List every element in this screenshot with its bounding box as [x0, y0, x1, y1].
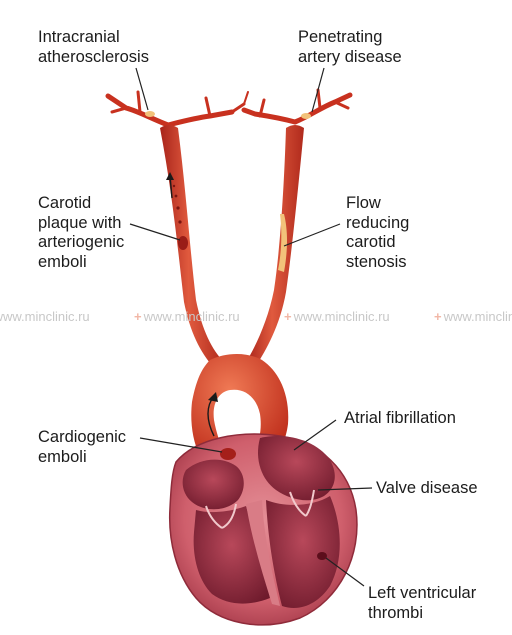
watermark: +www.minclinic.ru	[434, 309, 512, 324]
watermark: +www.minclinic.ru	[0, 309, 90, 324]
penetrating-plaque	[301, 113, 311, 119]
label-flow-reducing-stenosis: Flow reducing carotid stenosis	[346, 194, 410, 271]
watermark: +www.minclinic.ru	[134, 309, 240, 324]
label-intracranial-atherosclerosis: Intracranial atherosclerosis	[38, 28, 149, 66]
left-ventricle	[266, 496, 340, 608]
tricuspid-valve	[205, 503, 237, 529]
flow-arrow-aorta-head	[208, 392, 218, 402]
mitral-valve	[289, 489, 315, 517]
aortic-arch	[191, 354, 289, 458]
watermark: +www.minclinic.ru	[284, 309, 390, 324]
label-left-ventricular-thrombi: Left ventricular thrombi	[368, 584, 477, 622]
left-atrium	[257, 436, 335, 501]
leader-lines	[129, 67, 373, 587]
watermark-row: +www.minclinic.ru +www.minclinic.ru +www…	[0, 306, 512, 328]
right-carotid-artery	[246, 125, 304, 366]
intracranial-plaque	[145, 111, 155, 117]
right-ventricle	[193, 506, 270, 604]
label-carotid-plaque: Carotid plaque with arteriogenic emboli	[38, 194, 125, 271]
intracranial-branches	[105, 88, 353, 128]
label-valve-disease: Valve disease	[376, 479, 478, 497]
carotid-plaque-embolus	[178, 236, 188, 250]
left-carotid-artery	[160, 125, 224, 368]
right-atrium	[182, 459, 244, 510]
label-cardiogenic-emboli: Cardiogenic emboli	[38, 428, 127, 466]
label-penetrating-artery-disease: Penetrating artery disease	[298, 28, 402, 66]
lv-thrombus	[317, 552, 327, 560]
label-atrial-fibrillation: Atrial fibrillation	[344, 409, 456, 427]
cardiogenic-clot	[220, 448, 236, 460]
emboli-dots	[172, 184, 182, 224]
flow-arrow-carotid-head	[166, 172, 174, 180]
septum	[246, 500, 280, 606]
stenosis-plaque	[278, 214, 287, 272]
